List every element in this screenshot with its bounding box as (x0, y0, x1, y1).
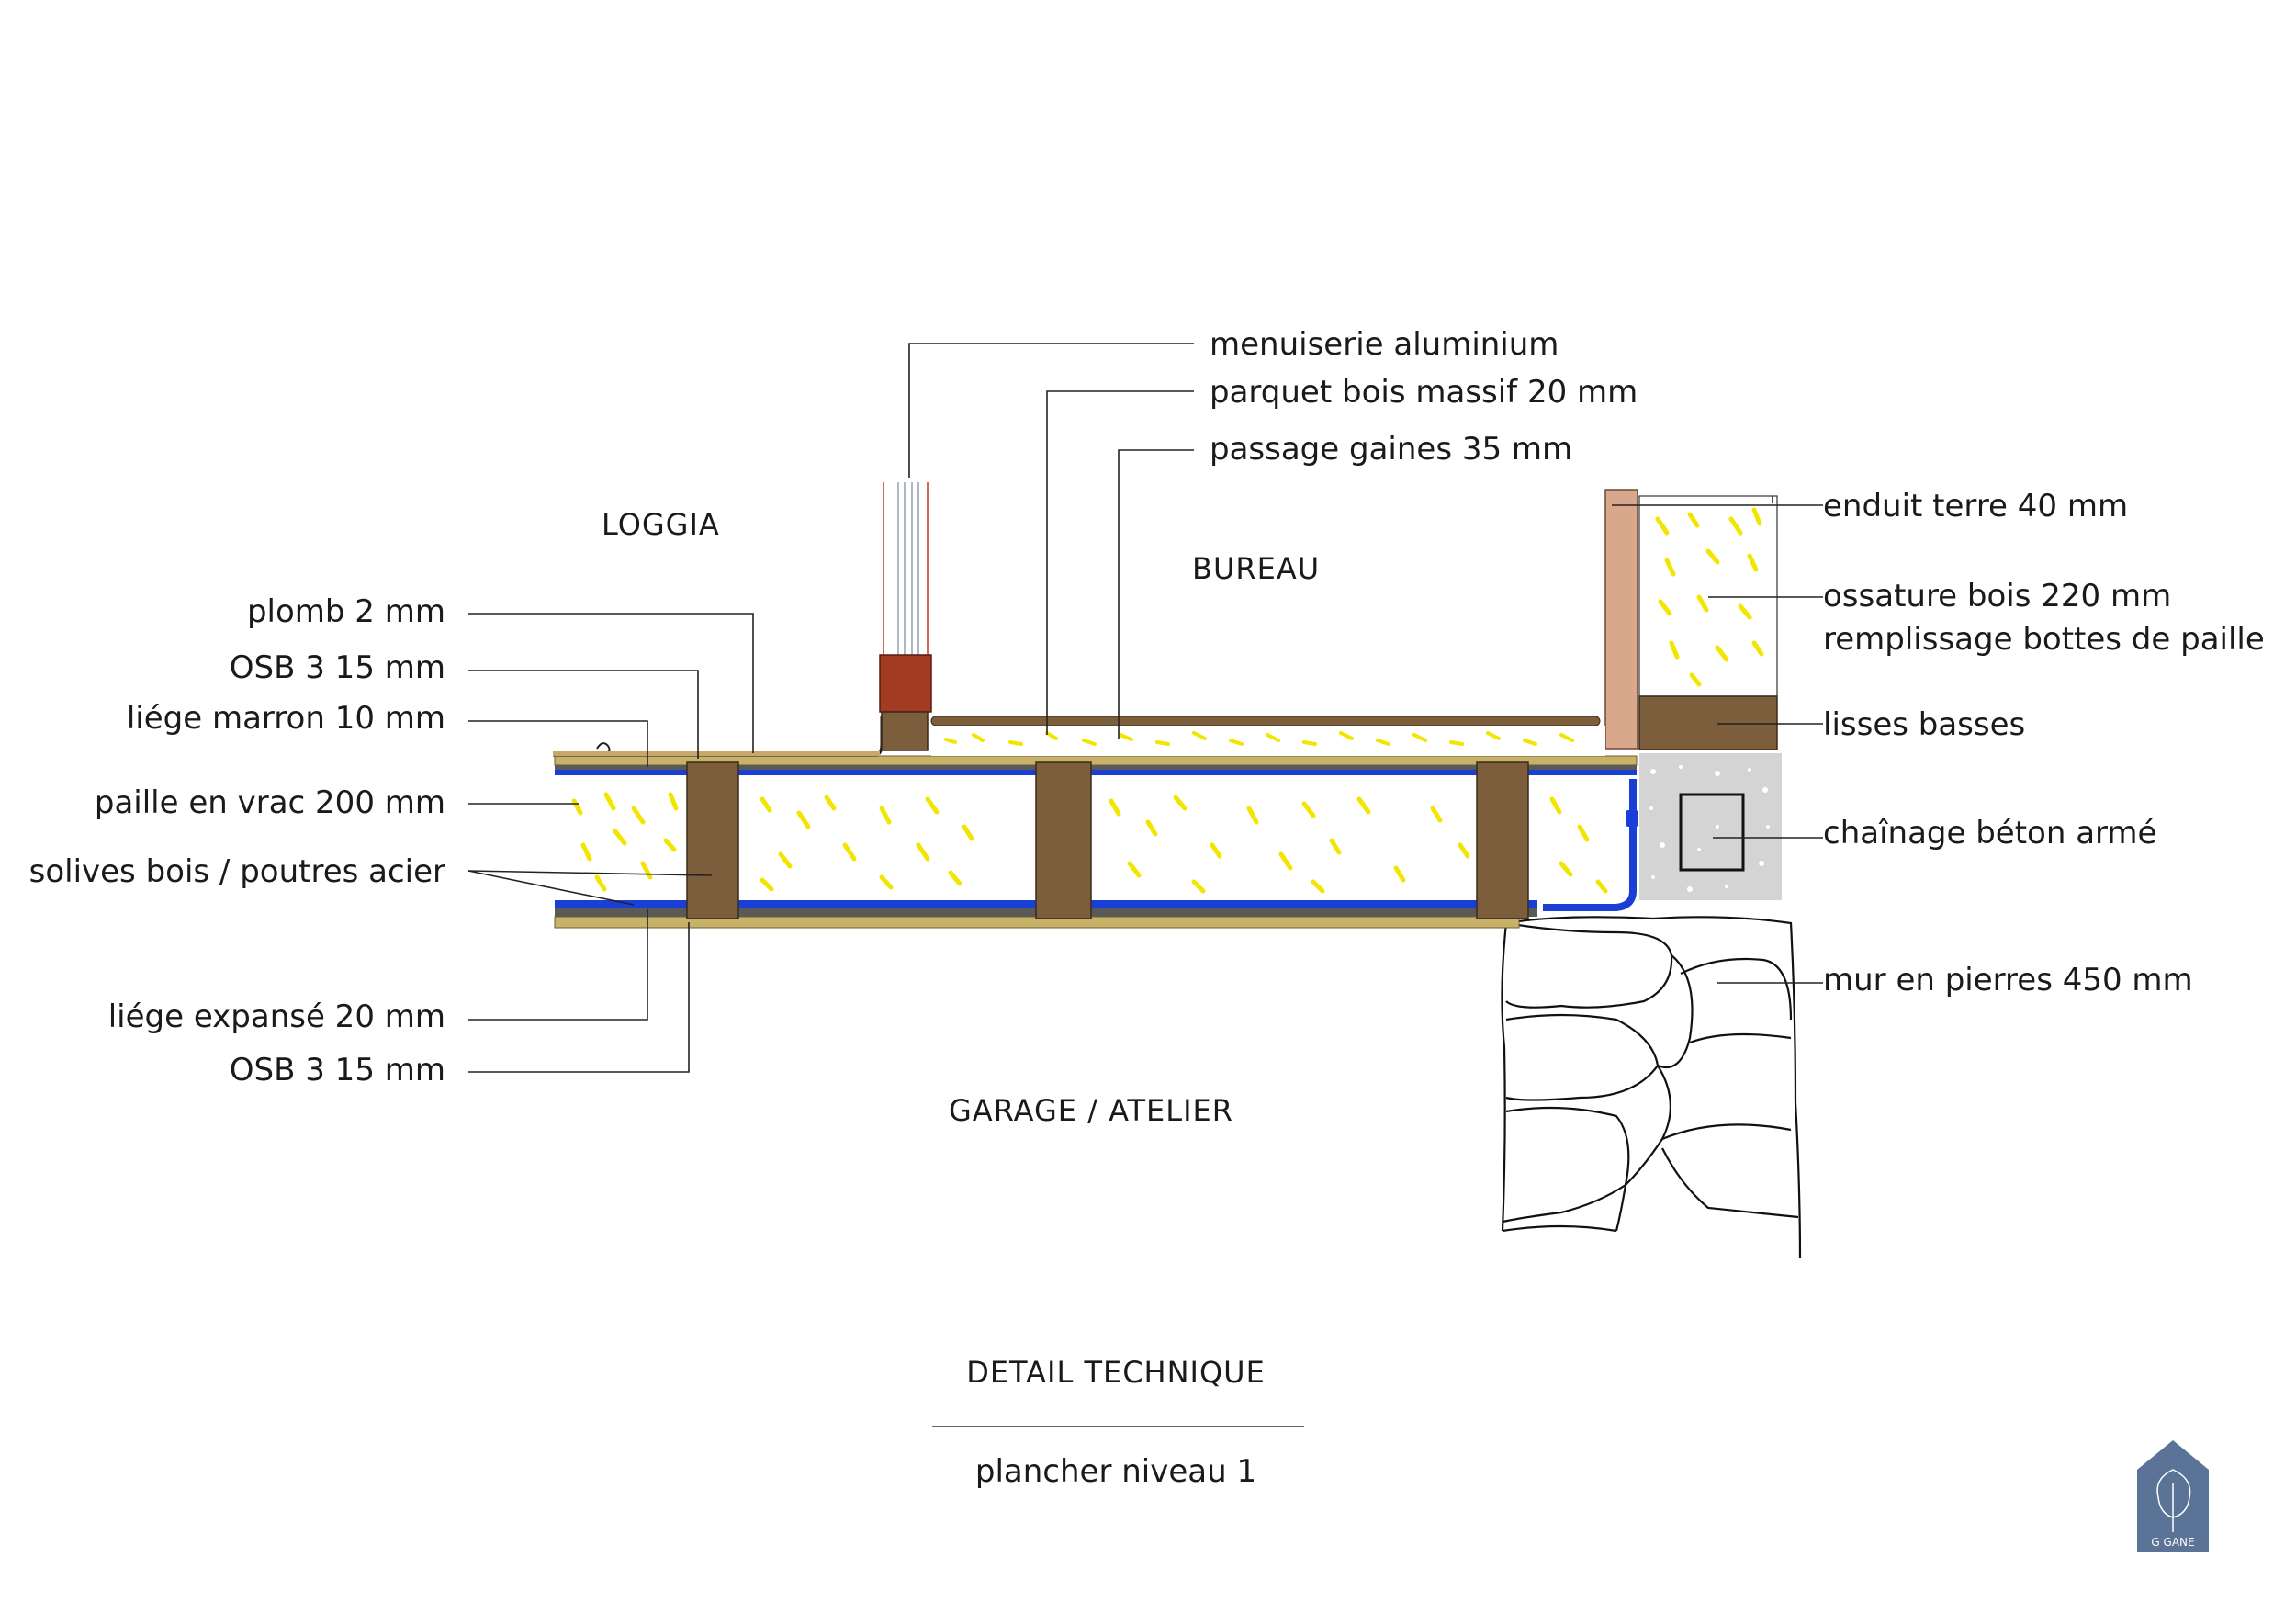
house-tree-logo-icon: G GANE (2137, 1440, 2209, 1552)
label-ossature-2: remplissage bottes de paille (1823, 621, 2265, 658)
leader-lines (467, 343, 1823, 1073)
loggia-deck-strip (553, 751, 880, 756)
stone-wall (1501, 916, 1802, 1259)
label-osb-bottom: OSB 3 15 mm (230, 1052, 445, 1088)
label-parquet: parquet bois massif 20 mm (1210, 374, 1638, 411)
reinforced-concrete-beam (1639, 753, 1782, 900)
lead-sheet (553, 716, 884, 757)
sill-plate (1638, 695, 1778, 750)
label-paille: paille en vrac 200 mm (95, 784, 445, 821)
label-chainage: chaînage béton armé (1823, 815, 2156, 851)
joist-3 (1476, 761, 1529, 919)
label-menuiserie: menuiserie aluminium (1210, 326, 1559, 363)
annotation-labels-left: plomb 2 mm OSB 3 15 mm liége marron 10 m… (29, 593, 445, 1088)
membrane-clip (1626, 810, 1638, 827)
label-gaines: passage gaines 35 mm (1210, 431, 1572, 468)
label-plomb: plomb 2 mm (247, 593, 445, 630)
label-mur: mur en pierres 450 mm (1823, 962, 2193, 998)
room-label-bureau: BUREAU (1192, 551, 1320, 586)
logo-text: G GANE (2151, 1536, 2194, 1549)
straw-strokes-floor (571, 792, 1608, 894)
room-label-loggia: LOGGIA (602, 507, 720, 542)
title-main: DETAIL TECHNIQUE (966, 1355, 1266, 1390)
straw-bale-wall (1604, 489, 1778, 750)
label-liege-expanse: liége expansé 20 mm (108, 998, 445, 1035)
solid-wood-parquet (930, 716, 1601, 727)
membrane-end-wrap (1543, 779, 1637, 911)
label-ossature-1: ossature bois 220 mm (1823, 578, 2171, 615)
aluminium-window-frame (879, 482, 932, 751)
title-block: DETAIL TECHNIQUE plancher niveau 1 (932, 1355, 1304, 1490)
title-sub: plancher niveau 1 (975, 1453, 1256, 1490)
room-label-garage: GARAGE / ATELIER (949, 1093, 1233, 1128)
cork-brown-top (555, 765, 1637, 770)
earth-render-layer (1604, 489, 1638, 750)
membrane-top (555, 770, 1637, 775)
rebar-stirrup (1679, 793, 1745, 872)
joist-1 (686, 761, 739, 919)
joist-2 (1035, 761, 1092, 919)
label-lisses: lisses basses (1823, 706, 2025, 743)
service-void (931, 726, 1605, 756)
label-enduit: enduit terre 40 mm (1823, 488, 2128, 524)
straw-strokes-void (944, 731, 1574, 746)
straw-strokes-wall (1655, 507, 1764, 687)
concrete-speckles (1649, 765, 1770, 892)
label-osb-top: OSB 3 15 mm (230, 649, 445, 686)
annotation-labels-right: menuiserie aluminium parquet bois massif… (1210, 326, 2265, 998)
label-liege-marron: liége marron 10 mm (127, 700, 445, 737)
label-solives: solives bois / poutres acier (29, 853, 445, 890)
